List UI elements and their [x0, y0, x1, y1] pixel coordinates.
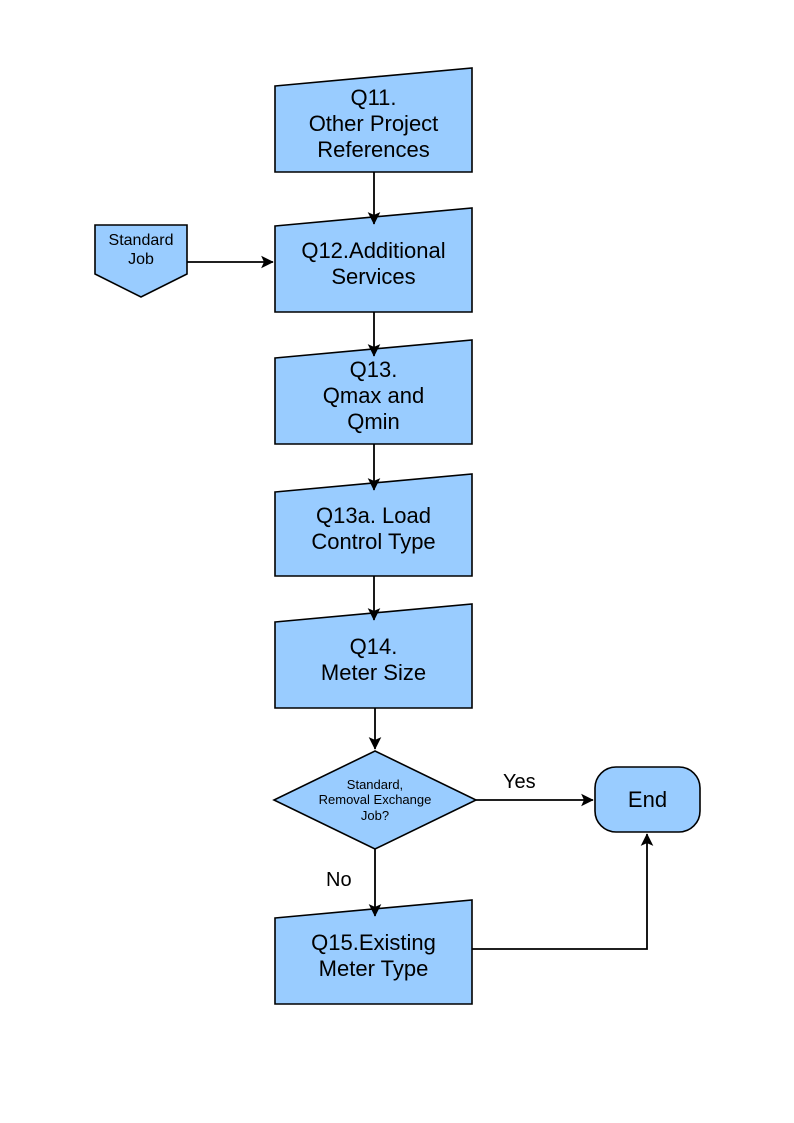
edge-label-no: No	[326, 869, 352, 891]
node-q14-shape[interactable]	[274, 603, 473, 709]
edge-label-yes: Yes	[503, 771, 536, 793]
node-q13a-shape[interactable]	[274, 473, 473, 577]
node-end-shape[interactable]	[594, 766, 701, 833]
node-decision-shape[interactable]	[272, 750, 478, 850]
node-q11-shape[interactable]	[274, 67, 473, 173]
node-q12-shape[interactable]	[274, 207, 473, 313]
node-q13-shape[interactable]	[274, 339, 473, 445]
edge-q15-to-end	[472, 833, 654, 950]
node-q15-shape[interactable]	[274, 899, 473, 1005]
node-standard-job-shape[interactable]	[94, 224, 188, 298]
